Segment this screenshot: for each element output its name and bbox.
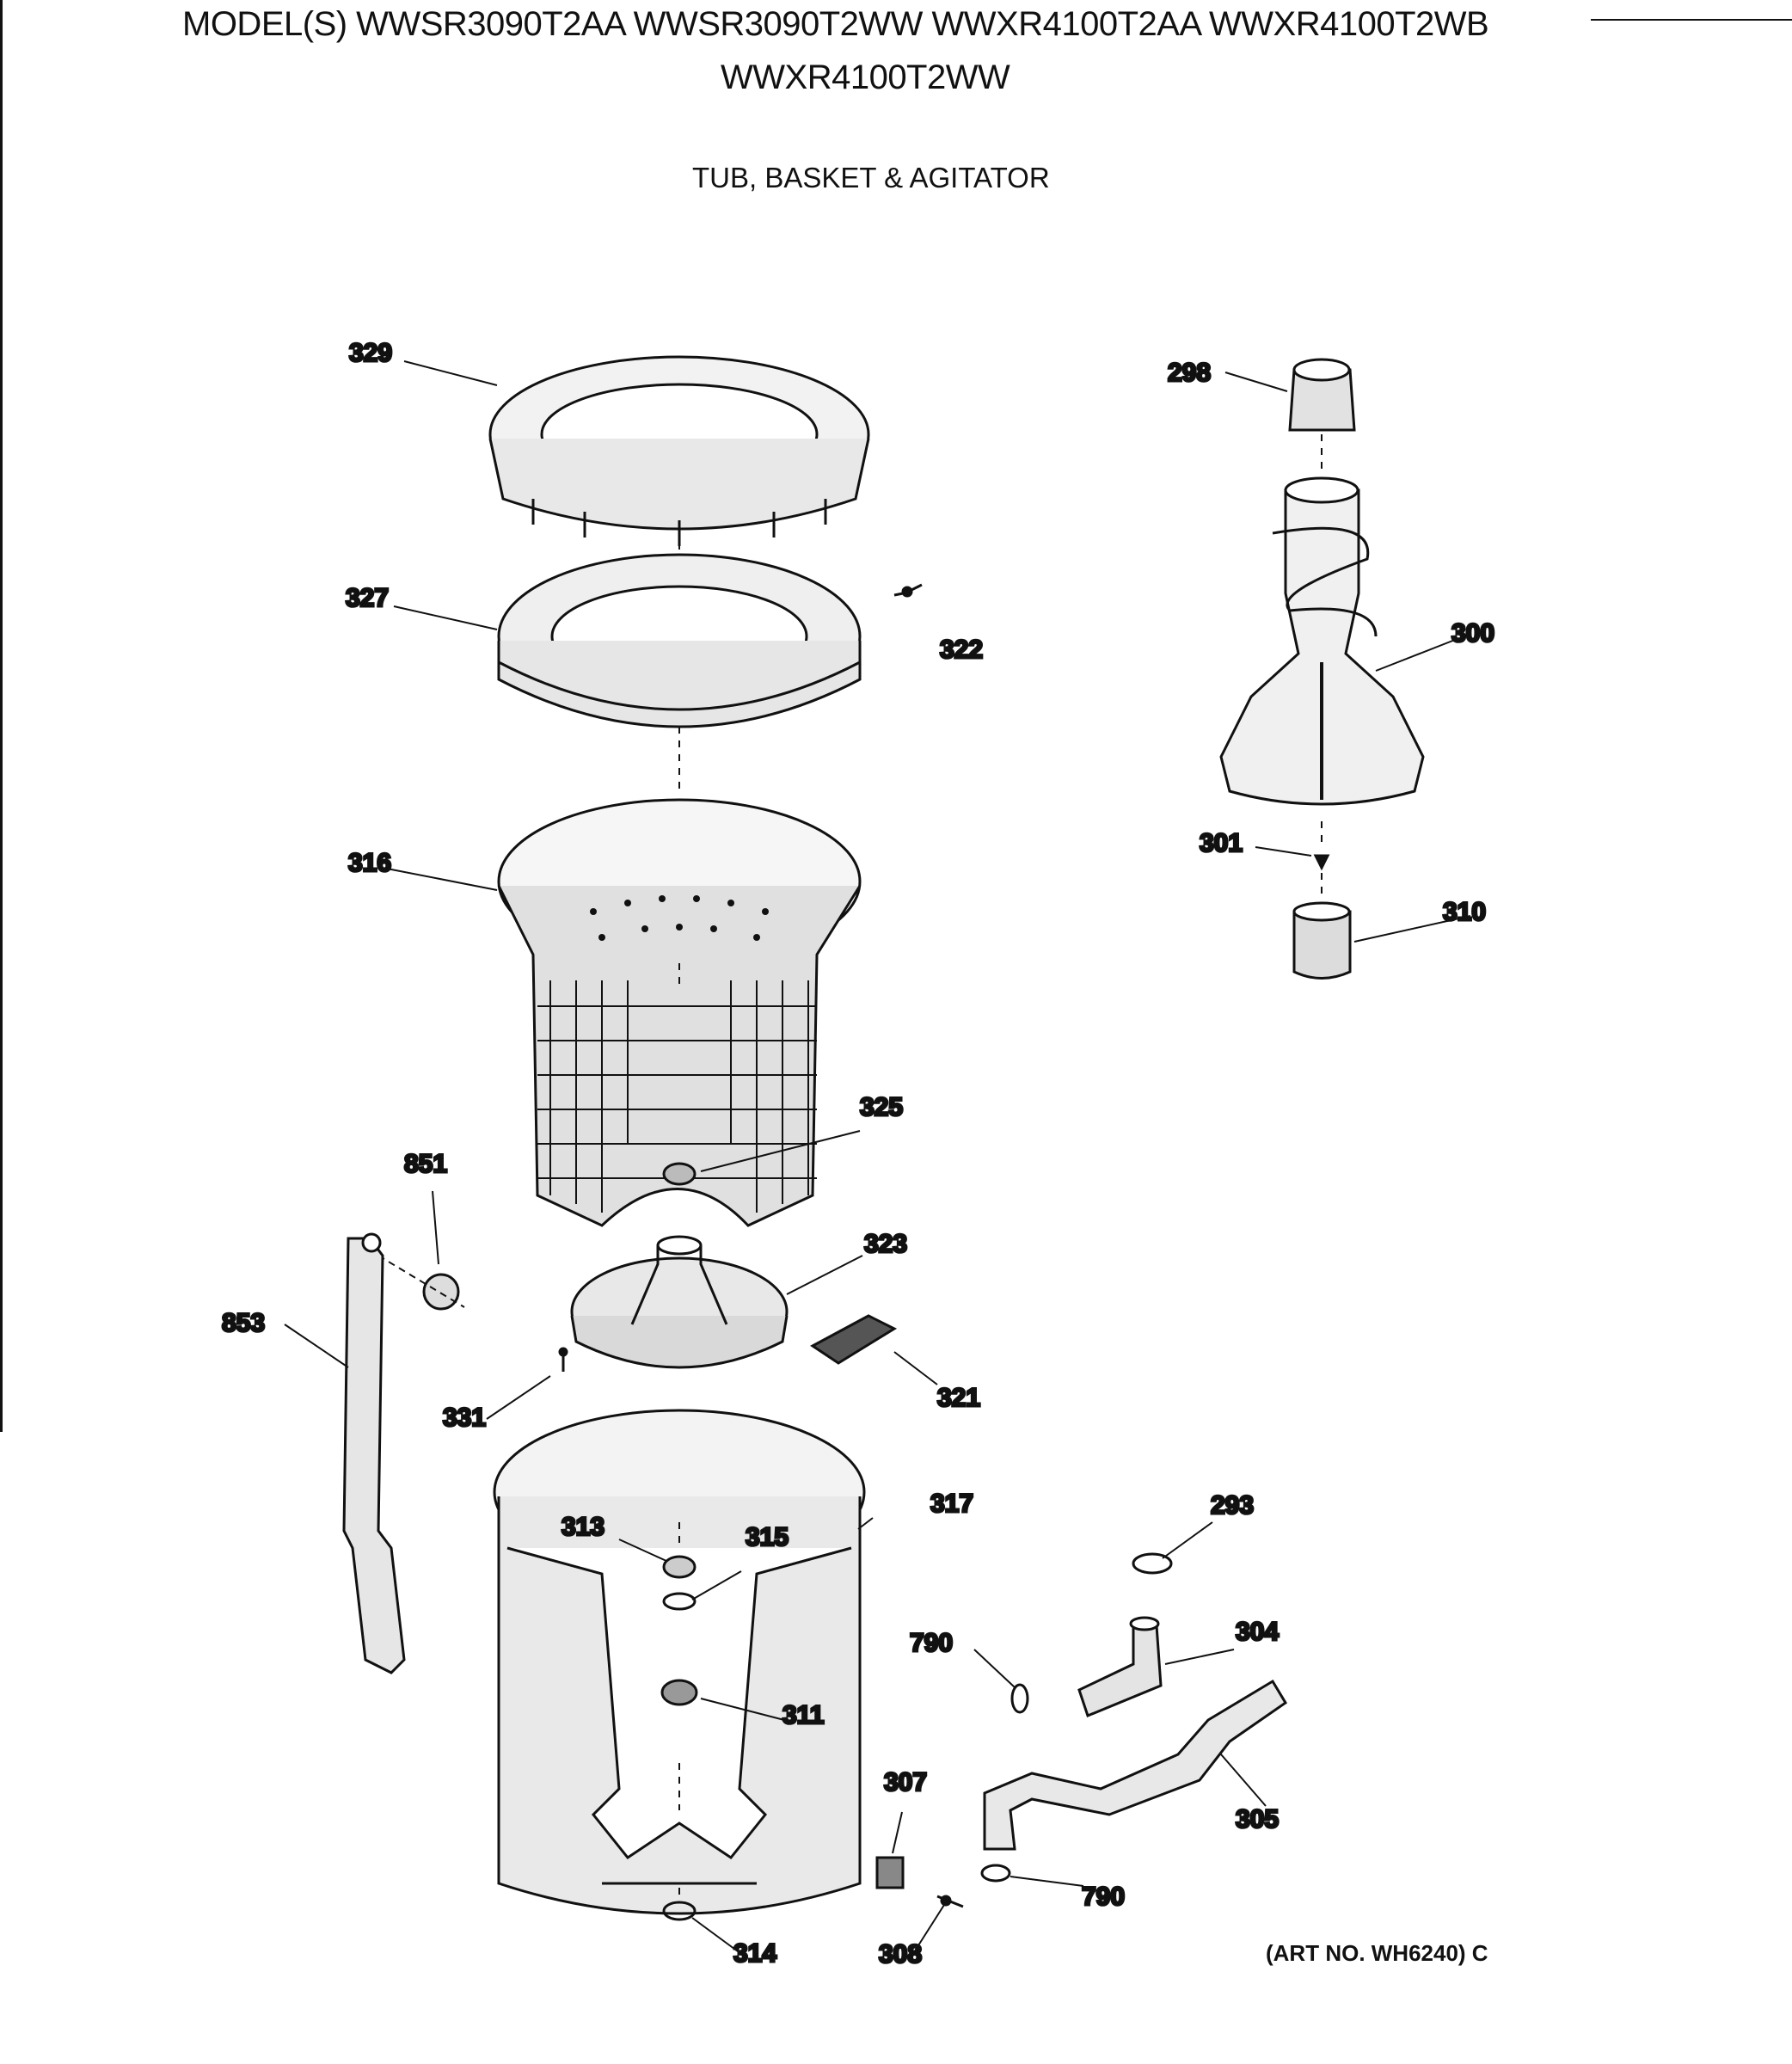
part-308-screw: [936, 1895, 964, 1908]
part-331-screw: [558, 1347, 568, 1372]
label-311: 311: [782, 1701, 824, 1729]
label-325: 325: [860, 1093, 903, 1121]
part-790-clamp-upper: [1010, 1683, 1029, 1714]
part-316-basket: [497, 798, 862, 1227]
label-331: 331: [443, 1404, 486, 1432]
art-number: (ART NO. WH6240) C: [1266, 1940, 1488, 1966]
part-307-bracket: [875, 1856, 905, 1889]
part-298-cap: [1288, 358, 1356, 432]
model-list-line2: WWXR4100T2WW: [721, 58, 1010, 96]
part-300-agitator: [1219, 476, 1425, 806]
part-790-clamp-lower: [980, 1864, 1011, 1883]
label-298: 298: [1168, 359, 1211, 387]
label-308: 308: [879, 1940, 922, 1969]
part-325-spin-nut: [662, 1162, 697, 1186]
label-790-lower: 790: [1082, 1883, 1125, 1911]
label-322: 322: [940, 636, 983, 664]
part-314-washer: [662, 1901, 697, 1921]
label-323: 323: [864, 1230, 907, 1258]
part-311-seal: [660, 1679, 698, 1706]
label-851: 851: [404, 1150, 447, 1178]
label-313: 313: [562, 1513, 604, 1541]
part-317-outer-tub: [493, 1409, 866, 1915]
label-314: 314: [733, 1939, 776, 1968]
part-321-filter: [810, 1314, 898, 1365]
part-851-fitting: [377, 1255, 465, 1311]
part-304-drain-hose: [1077, 1616, 1163, 1717]
label-307: 307: [884, 1768, 927, 1797]
part-327-balance-ring: [497, 553, 862, 728]
label-853: 853: [222, 1309, 265, 1337]
diagram-title: TUB, BASKET & AGITATOR: [692, 162, 1050, 194]
label-329: 329: [349, 339, 392, 367]
label-310: 310: [1443, 898, 1486, 926]
label-305: 305: [1236, 1805, 1279, 1834]
part-315-washer: [662, 1592, 697, 1611]
label-301: 301: [1200, 829, 1243, 857]
part-301-bolt: [1313, 854, 1330, 871]
label-321: 321: [937, 1384, 980, 1412]
part-313-nut: [662, 1555, 697, 1579]
page-border: [0, 0, 3, 1432]
model-list-line1: MODEL(S) WWSR3090T2AA WWSR3090T2WW WWXR4…: [182, 5, 1489, 43]
label-790-upper: 790: [910, 1629, 953, 1657]
part-853-tube: [342, 1232, 406, 1674]
part-310-agitator-drive: [1292, 901, 1352, 980]
part-322-screw: [893, 583, 923, 598]
label-327: 327: [346, 584, 389, 612]
label-304: 304: [1236, 1618, 1279, 1646]
header-rule: [1591, 19, 1792, 21]
label-315: 315: [746, 1523, 789, 1551]
part-305-hose: [983, 1679, 1288, 1851]
part-323-basket-hub: [570, 1235, 789, 1369]
part-293-hose-clamp: [1132, 1552, 1173, 1575]
label-316: 316: [348, 849, 391, 877]
label-317: 317: [930, 1490, 973, 1518]
label-300: 300: [1451, 619, 1494, 648]
label-293: 293: [1211, 1491, 1254, 1520]
part-329-tub-cover: [488, 355, 870, 546]
